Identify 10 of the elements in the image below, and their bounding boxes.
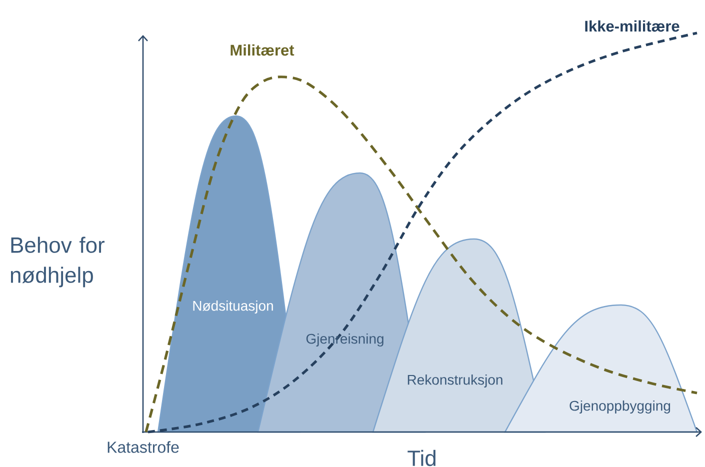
axis-label: Katastrofe	[108, 441, 179, 453]
hump-label: Nødsituasjon	[193, 300, 273, 314]
hump-label: Rekonstruksjon	[408, 374, 502, 388]
curve-label: Ikke-militære	[585, 20, 680, 32]
hump-label: Gjenreisning	[306, 333, 384, 347]
hump-area	[504, 304, 698, 433]
curve-label: Militæret	[230, 44, 294, 56]
axis-label: Tid	[408, 450, 436, 466]
hump-label: Gjenoppbygging	[570, 400, 670, 414]
axis-label: Behov for nødhjelp	[10, 236, 104, 288]
